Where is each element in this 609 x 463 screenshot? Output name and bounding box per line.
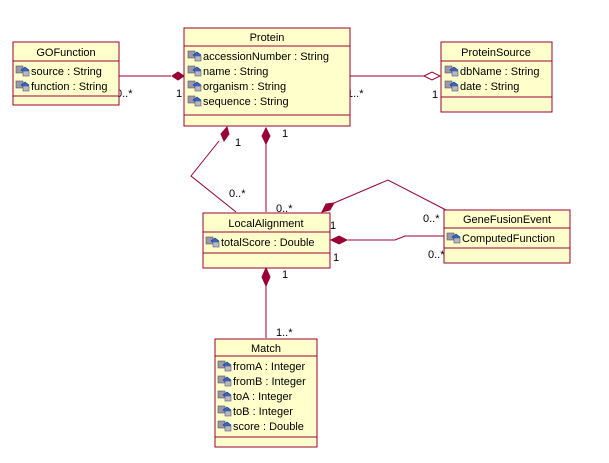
attribute: date : String [460,81,519,93]
class-proteinsource[interactable]: ProteinSource dbName : String date : Str… [440,41,553,113]
attribute: name : String [203,66,268,78]
class-genefusionevent[interactable]: GeneFusionEvent ComputedFunction [443,209,571,264]
assoc-localalignment-genefusion-bottom[interactable] [329,235,444,245]
aggregation-diamond-icon [422,71,442,81]
attribute: fromB : Integer [233,376,306,388]
class-match[interactable]: Match fromA : Integer fromB : Integer to… [214,338,318,448]
mult-fusion-top-alignment-end: 1 [330,220,336,232]
assoc-protein-localalignment-right[interactable] [261,126,271,212]
class-name: GeneFusionEvent [463,214,551,226]
mult-alignment-match-match-end: 1..* [276,327,293,339]
attribute: ComputedFunction [462,233,555,245]
attribute: score : Double [233,421,304,433]
class-name: ProteinSource [461,47,531,59]
mult-alignment-match-alignment-end: 1 [282,269,288,281]
mult-protein-alignment-left-protein-end: 1 [235,137,241,149]
class-name: LocalAlignment [228,218,303,230]
attribute: source : String [31,66,102,78]
attribute: toB : Integer [233,406,293,418]
composition-diamond-icon [261,126,271,146]
assoc-localalignment-genefusion-top[interactable] [321,179,447,213]
mult-fusion-top-fusion-end: 0..* [423,213,440,225]
attribute: toA : Integer [233,391,293,403]
class-protein[interactable]: Protein accessionNumber : String name : … [183,27,351,127]
attribute: totalScore : Double [221,237,315,249]
attribute: dbName : String [460,66,539,78]
mult-protein-source-protein-end: 1..* [347,88,364,100]
class-name: Protein [250,32,285,44]
attribute: sequence : String [203,96,289,108]
mult-protein-source-source-end: 1 [432,89,438,101]
mult-protein-alignment-right-alignment-end: 0..* [276,203,293,215]
assoc-localalignment-match[interactable] [261,266,271,338]
attribute: organism : String [203,81,286,93]
mult-go-protein-go-end: 0..* [116,88,133,100]
class-name: GOFunction [36,47,95,59]
mult-protein-alignment-left-alignment-end: 0..* [229,188,246,200]
assoc-protein-proteinsource[interactable] [350,71,442,81]
mult-protein-alignment-right-protein-end: 1 [282,128,288,140]
composition-diamond-icon [321,202,335,213]
attribute: accessionNumber : String [203,51,329,63]
composition-diamond-icon [261,266,271,288]
attribute: function : String [31,81,107,93]
class-localalignment[interactable]: LocalAlignment totalScore : Double [202,212,331,269]
class-gofunction[interactable]: GOFunction source : String function : St… [12,41,120,106]
mult-fusion-bottom-alignment-end: 1 [333,252,339,264]
composition-diamond-icon [220,125,230,143]
assoc-gofunction-protein[interactable] [119,71,185,81]
assoc-protein-localalignment-left[interactable] [190,125,237,213]
mult-go-protein-protein-end: 1 [176,88,182,100]
composition-diamond-icon [171,71,185,81]
composition-diamond-icon [329,235,349,245]
attribute: fromA : Integer [233,361,305,373]
class-name: Match [251,343,281,355]
mult-fusion-bottom-fusion-end: 0..* [428,249,445,261]
